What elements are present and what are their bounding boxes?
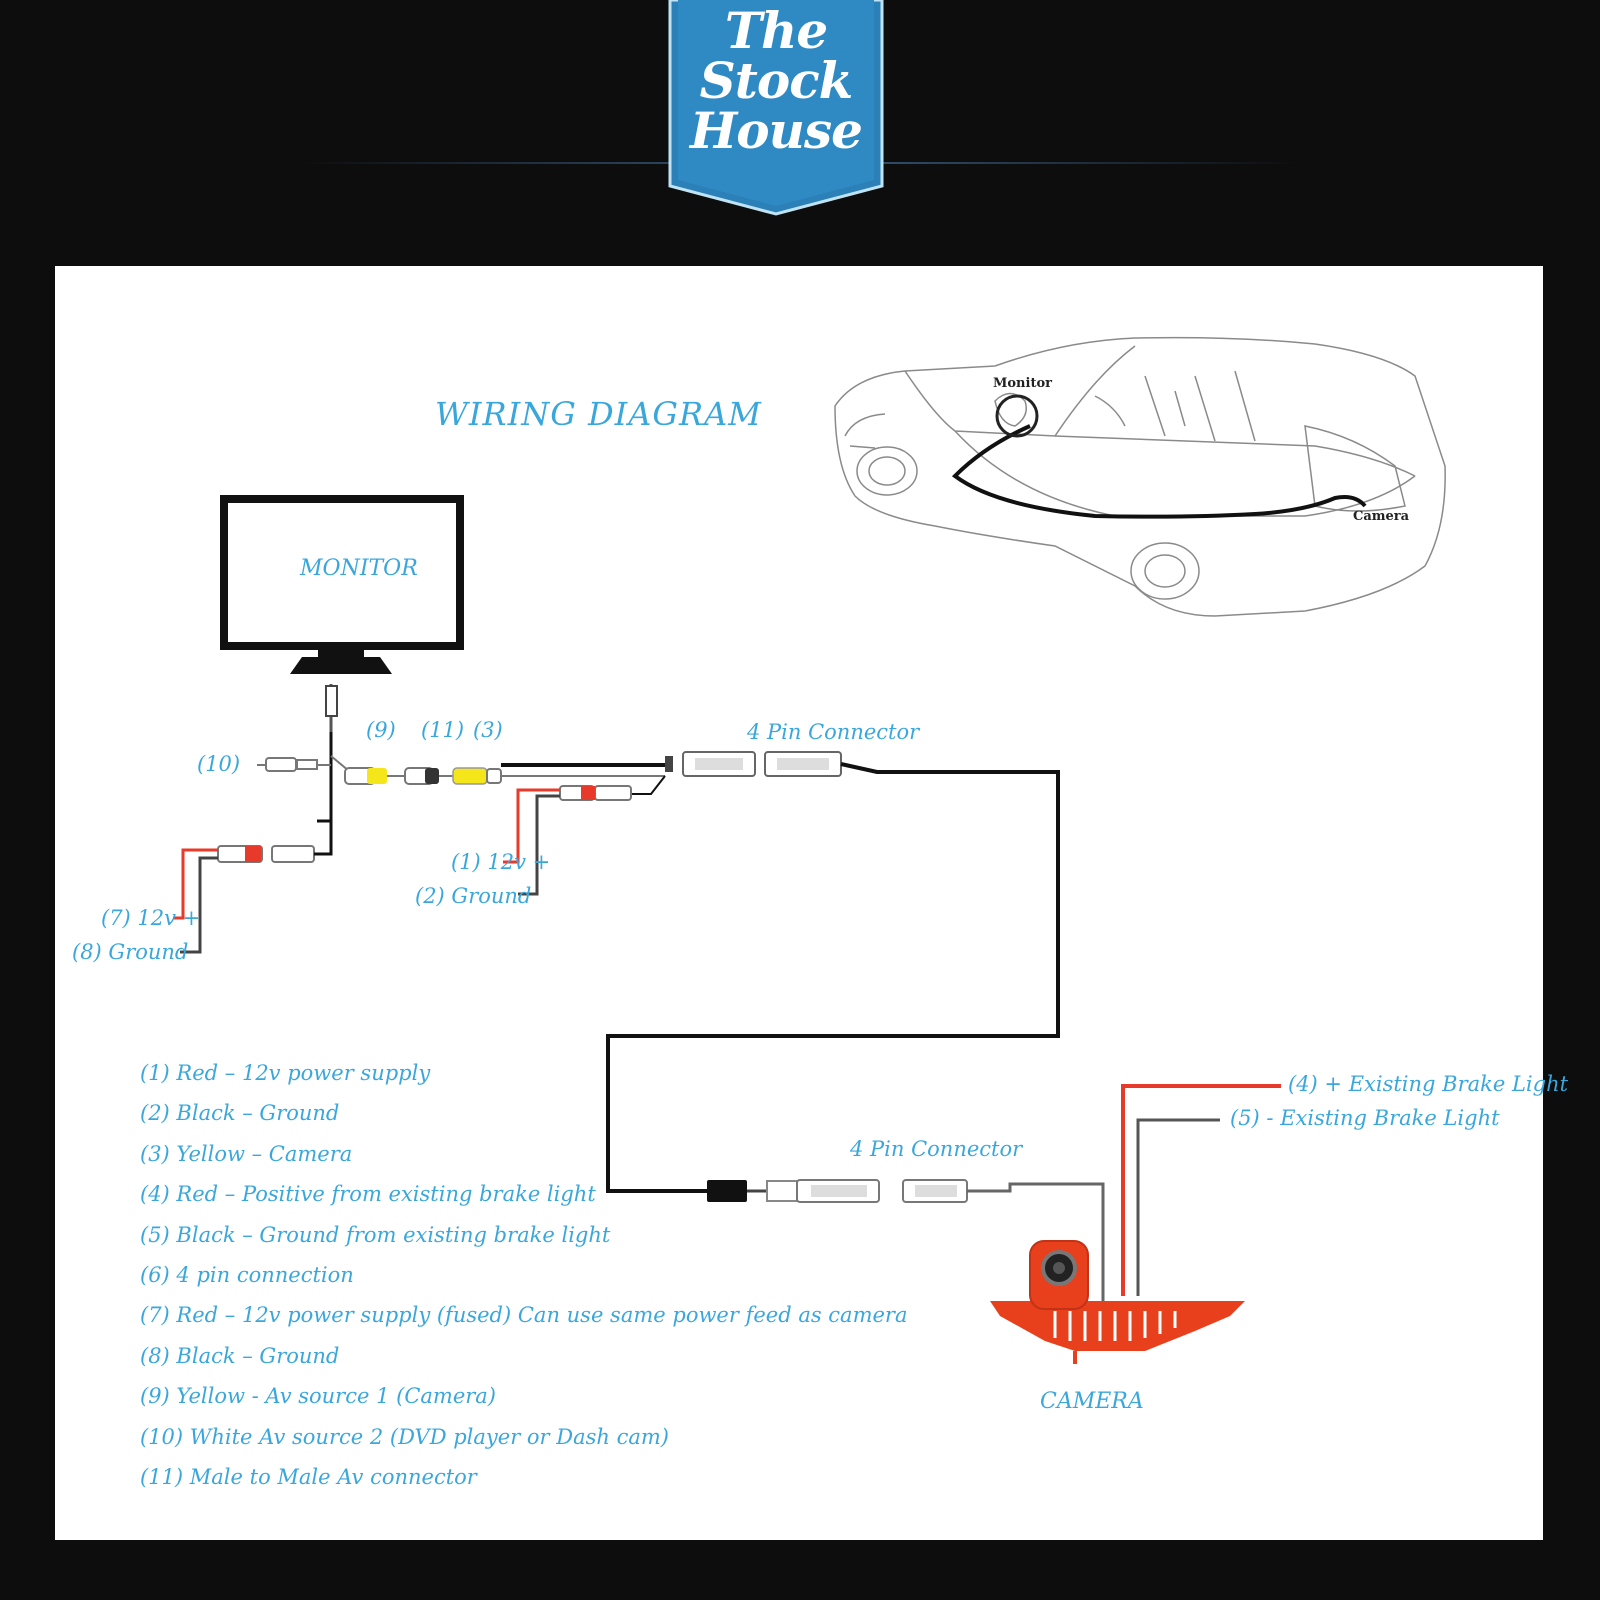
legend-item: (7) Red – 12v power supply (fused) Can u…	[140, 1303, 908, 1328]
callout-1: (1) 12v +	[451, 850, 551, 874]
callout-4: (4) + Existing Brake Light	[1288, 1072, 1569, 1096]
diagram-title: WIRING DIAGRAM	[435, 395, 762, 433]
legend-item: (2) Black – Ground	[140, 1101, 340, 1126]
callout-7: (7) 12v +	[101, 906, 201, 930]
car-monitor-marker	[995, 394, 1039, 438]
car-monitor-label: Monitor	[993, 376, 1052, 391]
logo-badge-shape	[668, 0, 884, 216]
monitor-drawing	[220, 495, 464, 674]
wire-legend: (1) Red – 12v power supply (2) Black – G…	[140, 1058, 907, 1502]
wiring-diagram-panel: Monitor Camera WIRING DIAGRAM MONITOR CA…	[55, 266, 1568, 1540]
logo-word: The	[724, 1, 828, 60]
legend-item: (9) Yellow - Av source 1 (Camera)	[140, 1384, 496, 1409]
callout-2: (2) Ground	[415, 884, 532, 908]
legend-item: (8) Black – Ground	[140, 1343, 340, 1368]
legend-item: (6) 4 pin connection	[140, 1262, 354, 1287]
logo-word: Stock	[699, 51, 854, 110]
legend-item: (5) Black – Ground from existing brake l…	[140, 1222, 611, 1247]
wiring-diagram-drawing	[173, 336, 1446, 1364]
connector-top-label: 4 Pin Connector	[747, 720, 920, 744]
logo-word: House	[690, 101, 863, 160]
callout-9: (9)	[366, 718, 396, 742]
callout-11: (11)	[421, 718, 465, 742]
legend-item: (1) Red – 12v power supply	[140, 1061, 431, 1085]
car-illustration	[834, 336, 1446, 617]
legend-item: (10) White Av source 2 (DVD player or Da…	[140, 1424, 669, 1449]
legend-item: (3) Yellow – Camera	[140, 1141, 353, 1166]
callout-3: (3)	[473, 718, 503, 742]
callout-8: (8) Ground	[72, 940, 189, 964]
legend-item: (11) Male to Male Av connector	[140, 1464, 477, 1489]
car-camera-label: Camera	[1353, 509, 1410, 524]
monitor-label: MONITOR	[300, 556, 418, 581]
camera-drawing	[990, 1240, 1245, 1364]
camera-label: CAMERA	[1040, 1389, 1144, 1414]
car-cable-route	[951, 424, 1367, 519]
legend-item: (4) Red – Positive from existing brake l…	[140, 1182, 596, 1207]
callout-10: (10)	[197, 752, 241, 776]
connector-bottom-label: 4 Pin Connector	[850, 1137, 1023, 1161]
callout-5: (5) - Existing Brake Light	[1230, 1106, 1500, 1130]
